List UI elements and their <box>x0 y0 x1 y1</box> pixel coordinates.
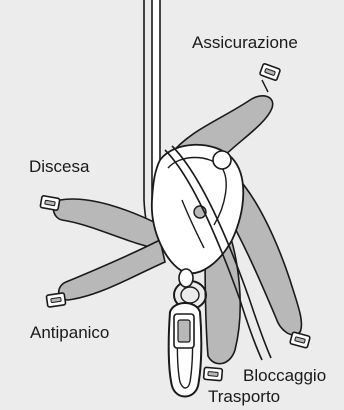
label-transport: Trasporto <box>208 388 280 405</box>
label-belay: Assicurazione <box>192 34 298 51</box>
label-blocking: Bloccaggio <box>243 367 326 384</box>
label-descent: Discesa <box>29 158 89 175</box>
handle-antipanic-position <box>46 240 165 307</box>
label-antipanic: Antipanico <box>30 324 109 341</box>
handle-descent-position <box>40 196 165 250</box>
carabiner <box>169 303 202 397</box>
